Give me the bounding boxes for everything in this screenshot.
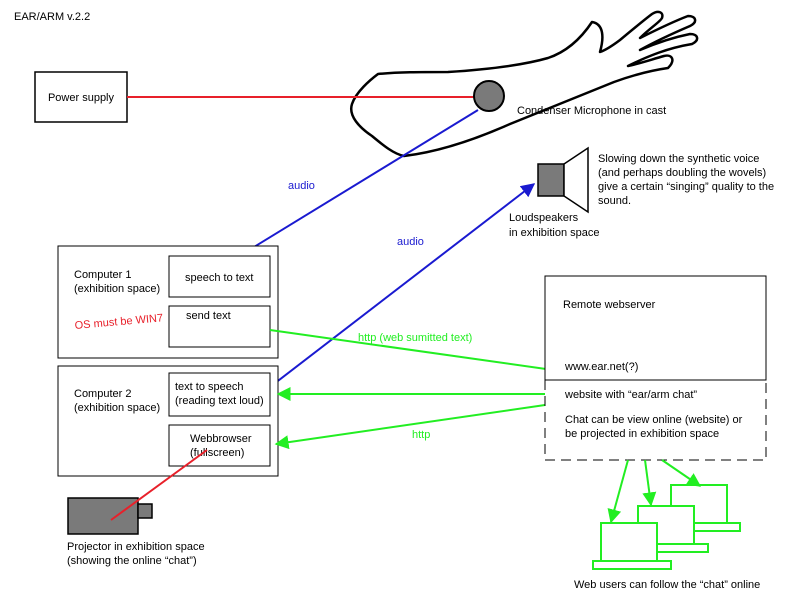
webbrowser-label: Webbrowser (fullscreen) xyxy=(190,433,255,459)
website-dashed-box xyxy=(544,380,767,461)
audio-label-2: audio xyxy=(397,236,424,248)
projector-lens xyxy=(137,503,153,519)
chat-arrow-user-1 xyxy=(607,459,629,524)
text-to-speech-box xyxy=(168,372,271,417)
webserver-box xyxy=(544,275,767,381)
version-label: EAR/ARM v.2.2 xyxy=(14,11,90,23)
http-arrow-send-to-server xyxy=(269,329,562,377)
speech-to-text-label: speech to text xyxy=(185,272,254,284)
send-text-label: send text xyxy=(186,310,231,322)
speech-to-text-box xyxy=(168,255,271,298)
web-user-laptops xyxy=(592,484,741,570)
webserver-title: Remote webserver xyxy=(563,299,656,311)
web-users-label: Web users can follow the “chat” online xyxy=(574,579,760,591)
audio-label-1: audio xyxy=(288,180,315,192)
loudspeaker-cone xyxy=(563,146,589,214)
webbrowser-box xyxy=(168,424,271,467)
http-arrow-server-to-browser xyxy=(274,404,546,450)
computer1-title: Computer 1 (exhibition space) xyxy=(74,269,160,295)
projector-label: Projector in exhibition space (showing t… xyxy=(67,541,208,567)
chat-note: Chat can be view online (website) or be … xyxy=(565,414,745,440)
projector-cable xyxy=(110,449,208,521)
projector-icon xyxy=(67,497,139,535)
computer2-title: Computer 2 (exhibition space) xyxy=(74,388,160,414)
laptop-1-base xyxy=(592,560,672,570)
text-to-speech-label: text to speech (reading text loud) xyxy=(175,381,264,407)
power-supply-label: Power supply xyxy=(48,92,115,104)
chat-arrow-user-2 xyxy=(642,459,657,507)
microphone-icon xyxy=(473,80,505,112)
power-supply-box xyxy=(34,71,128,123)
website-label: website with “ear/arm chat” xyxy=(564,389,697,401)
loudspeaker-label: Loudspeakers in exhibition space xyxy=(509,212,600,239)
loudspeaker-icon xyxy=(537,163,565,197)
audio-arrow-computer2-to-speaker xyxy=(269,183,536,388)
webserver-url: www.ear.net(?) xyxy=(564,361,638,373)
arm-cast-outline xyxy=(349,10,699,158)
audio-arrow-mic-to-computer1 xyxy=(234,109,479,259)
chat-arrow-user-3 xyxy=(661,459,702,487)
loudspeaker-note: Slowing down the synthetic voice (and pe… xyxy=(598,153,777,207)
microphone-label: Condenser Microphone in cast xyxy=(517,105,666,117)
http-label-1: http (web sumitted text) xyxy=(358,332,472,344)
http-label-2: http xyxy=(412,429,430,441)
laptop-1-screen xyxy=(600,522,658,562)
send-text-box xyxy=(168,305,271,348)
